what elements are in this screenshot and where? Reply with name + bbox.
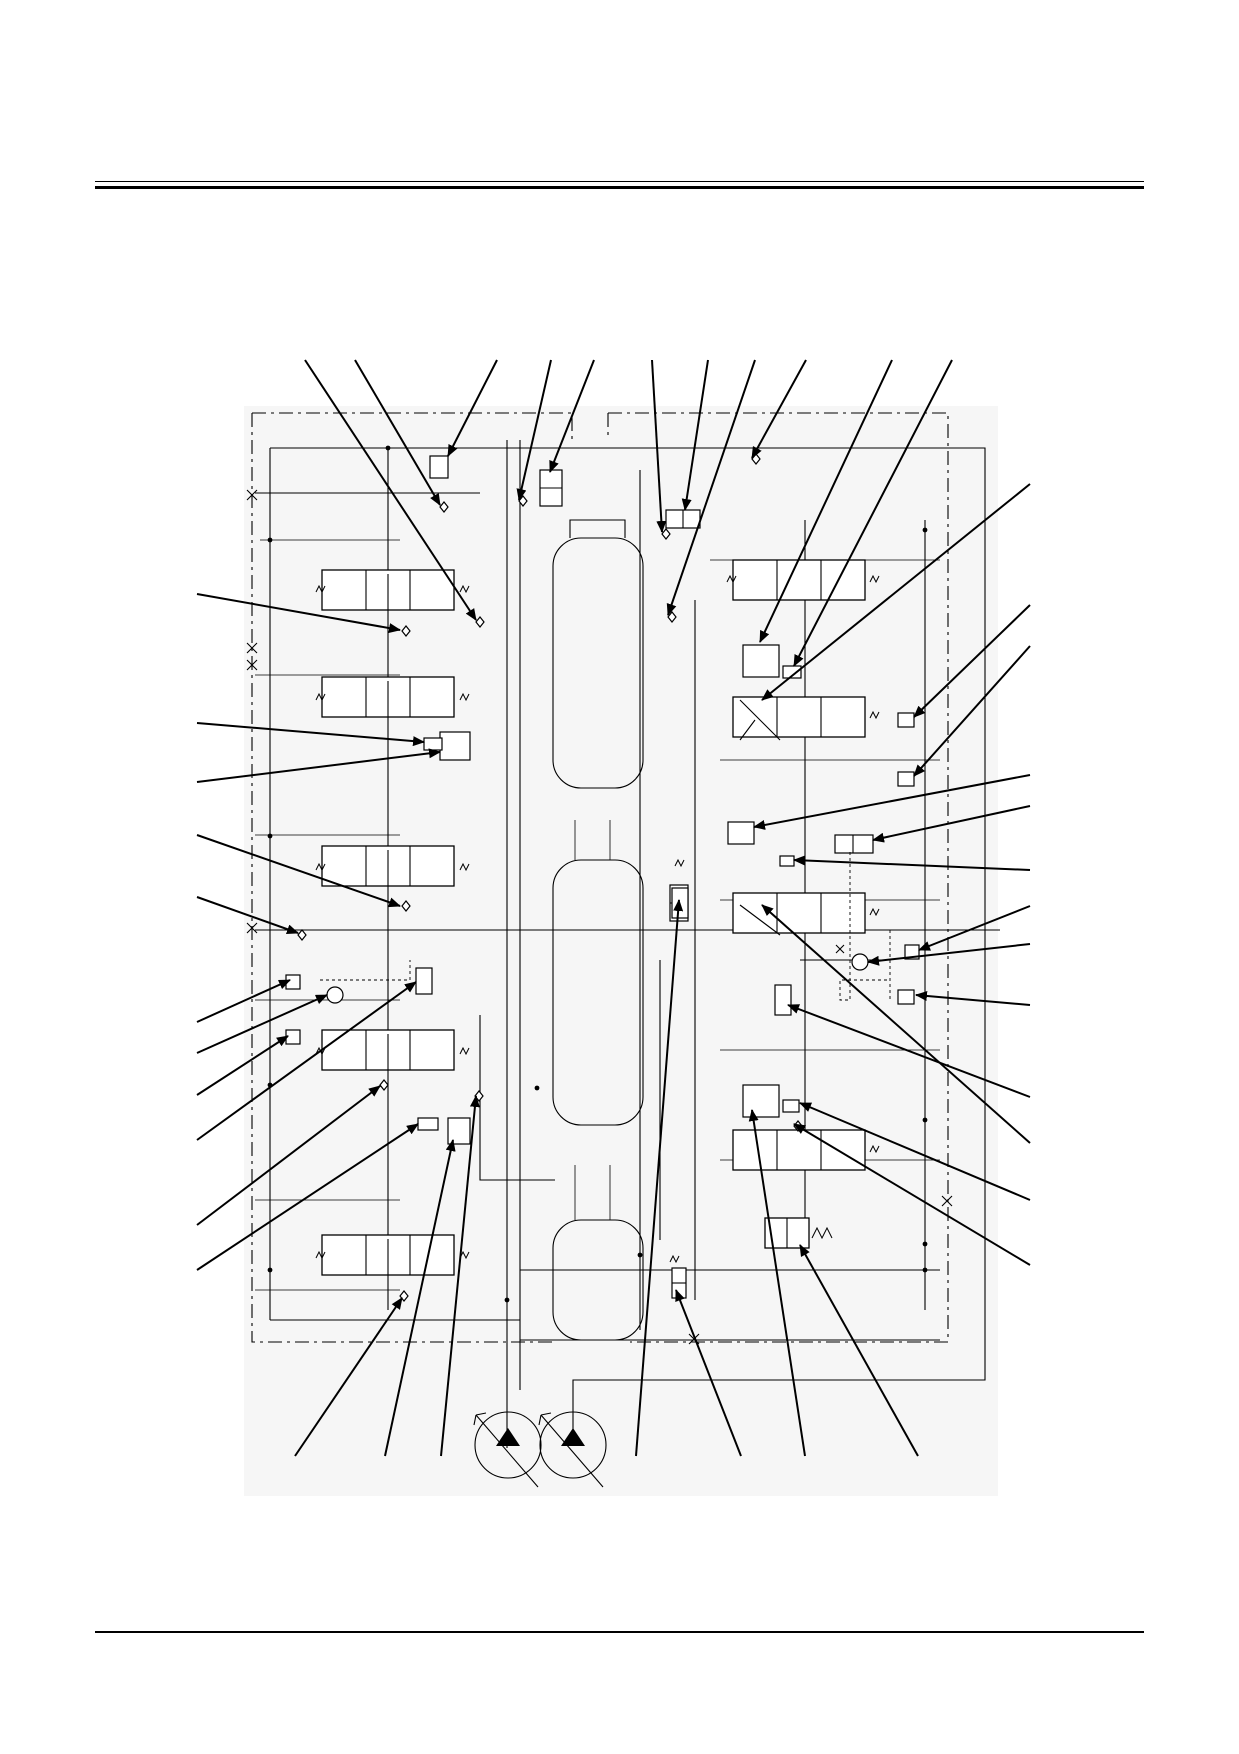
callout-leaders-right — [753, 483, 1031, 1266]
callout-leaders-bottom — [294, 899, 919, 1457]
hydraulic-pumps — [473, 1411, 607, 1488]
spool-valve-r3 — [732, 892, 866, 934]
main-hydraulic-lines — [255, 440, 1000, 1448]
spool-valve-l3 — [321, 845, 455, 887]
header-rule-thin — [95, 181, 1144, 182]
junction-dots — [267, 445, 928, 1303]
callout-leaders-left — [196, 593, 441, 1271]
spool-valve-r1 — [732, 559, 866, 601]
callout-leaders-top — [304, 359, 953, 667]
pilot-lines — [320, 852, 891, 1001]
spool-valve-r2 — [732, 696, 866, 738]
valve-block-boundary — [251, 412, 949, 1343]
spool-valve-r4 — [732, 1129, 866, 1171]
left-spool-valves — [321, 569, 455, 1276]
spool-valve-l4 — [321, 1029, 455, 1071]
central-passages — [552, 519, 644, 1341]
right-spool-valves — [732, 559, 866, 1249]
spool-valve-l1 — [321, 569, 455, 611]
spool-valve-l2 — [321, 676, 455, 718]
springs — [315, 574, 880, 1264]
spool-valve-l5 — [321, 1234, 455, 1276]
footer-rule — [95, 1631, 1144, 1633]
header-rule-thick — [95, 186, 1144, 189]
pump-left — [473, 1411, 542, 1488]
pump-right — [538, 1411, 607, 1488]
